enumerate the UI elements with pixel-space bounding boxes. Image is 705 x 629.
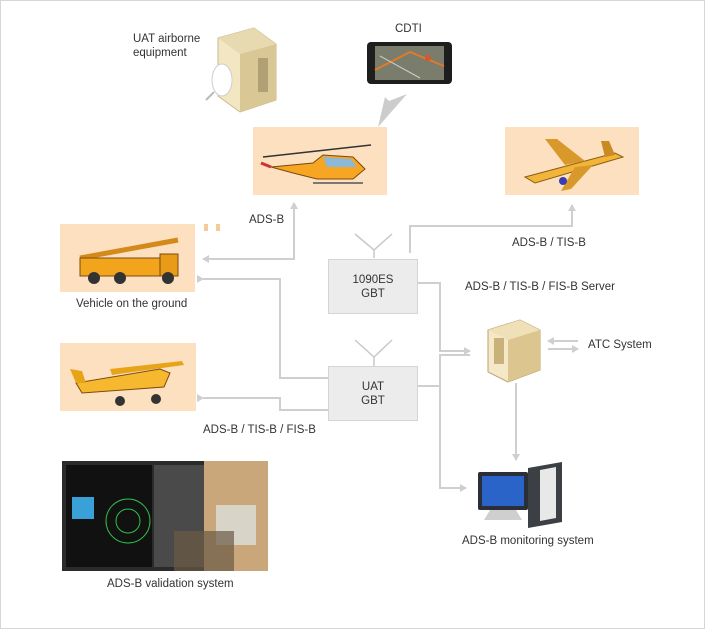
connector-cessna-uat [197, 394, 328, 411]
ground-vehicle-image [60, 224, 195, 292]
antenna-icon [354, 233, 393, 258]
gbt-1090es-line2: GBT [361, 287, 385, 300]
helicopter-image [253, 127, 387, 195]
gbt-uat-line1: UAT [361, 380, 385, 393]
label-atc: ATC System [588, 339, 652, 351]
connector-uat-server [418, 354, 470, 387]
validation-system-image [62, 461, 268, 571]
airliner-image [505, 127, 639, 195]
label-validation: ADS-B validation system [107, 578, 234, 590]
connector-1090-server [418, 282, 471, 355]
ellipsis-marks [204, 224, 208, 231]
gbt-1090es-box: 1090ES GBT [328, 259, 418, 314]
cdti-arrow [378, 94, 407, 127]
gbt-uat-line2: GBT [361, 394, 385, 407]
label-adsb-tisb-fisb: ADS-B / TIS-B / FIS-B [203, 424, 316, 436]
uat-equipment-icon [205, 27, 277, 113]
antenna-icon [354, 339, 393, 366]
label-server: ADS-B / TIS-B / FIS-B Server [465, 281, 615, 293]
server-cabinet-icon [487, 319, 541, 383]
connector-vehicle-uat [197, 275, 328, 379]
label-vehicle: Vehicle on the ground [76, 298, 188, 310]
gbt-uat-box: UAT GBT [328, 366, 418, 421]
label-cdti: CDTI [395, 23, 422, 35]
light-aircraft-image [60, 343, 196, 411]
label-adsb: ADS-B [249, 214, 285, 226]
cdti-device-icon [367, 42, 452, 84]
label-uat-airborne: UAT airborne equipment [133, 33, 201, 59]
connector-uat-monitoring [439, 386, 467, 492]
monitoring-pc-icon [478, 462, 562, 528]
label-monitoring: ADS-B monitoring system [462, 535, 594, 547]
gbt-1090es-line1: 1090ES [352, 273, 394, 286]
label-adsb-tisb: ADS-B / TIS-B [512, 237, 586, 249]
connector-1090-airliner [409, 204, 576, 253]
